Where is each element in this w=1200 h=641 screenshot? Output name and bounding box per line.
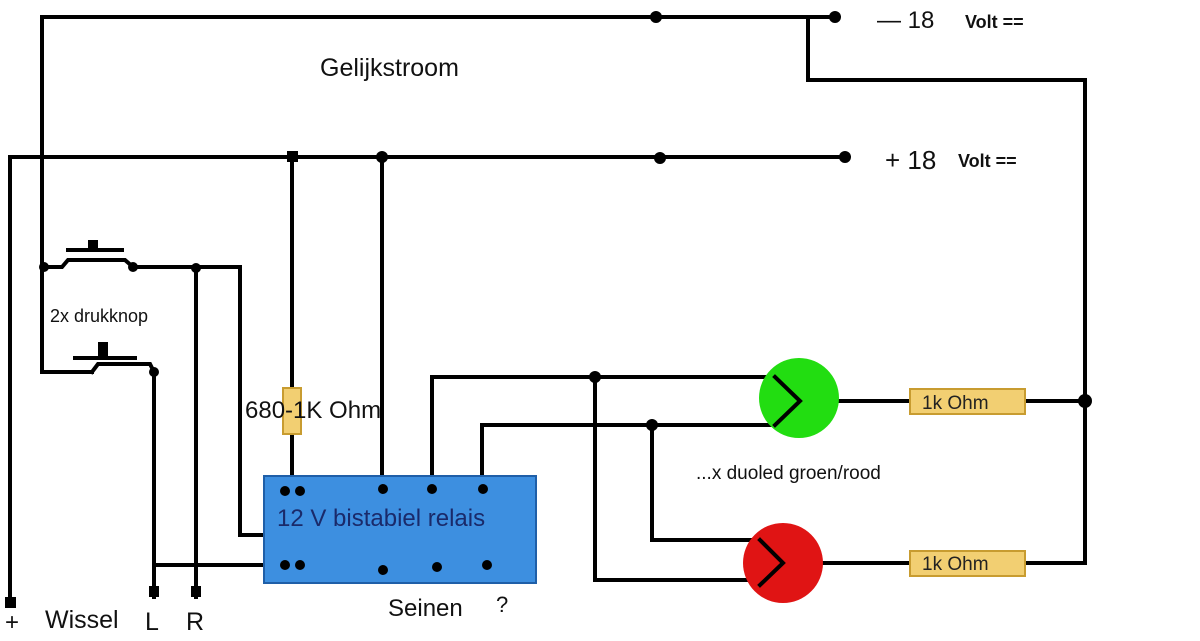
negative-right-wire [806, 15, 1087, 565]
led-red-pins [757, 537, 786, 588]
resistor-top-label: 1k Ohm [922, 393, 989, 414]
seinen-label: Seinen [388, 595, 463, 622]
r-terminal-label: R [186, 608, 204, 636]
negative-supply-label: — 18 [877, 7, 934, 34]
plus-terminal-label: + [5, 609, 19, 636]
duoled-label: ...x duoled groen/rood [696, 463, 881, 484]
led-cross-wire-a [593, 375, 792, 582]
negative-left-wire [40, 15, 94, 374]
pushbutton-bottom [73, 342, 157, 375]
resistor-value-label: 680-1K Ohm [245, 397, 381, 424]
wissel-label: Wissel [45, 606, 119, 634]
led-green-pins [772, 374, 803, 428]
l-terminal-label: L [145, 608, 159, 636]
relay-block [263, 475, 537, 584]
resistor-1k-top [909, 388, 1026, 415]
relay-label: 12 V bistabiel relais [277, 505, 485, 532]
wires [8, 15, 1087, 602]
negative-volt-label: Volt == [965, 12, 1024, 32]
relay-out-a-wire [430, 375, 792, 492]
junction-dots [5, 11, 1092, 608]
pushbuttons-label: 2x drukknop [50, 306, 148, 326]
question-label: ? [496, 592, 508, 617]
positive-volt-label: Volt == [958, 151, 1017, 171]
resistor-680-1k [282, 387, 302, 435]
positive-supply-label: + 18 [885, 145, 936, 175]
resistor-bottom-label: 1k Ohm [922, 554, 989, 575]
pushbutton-top [40, 240, 136, 270]
resistor-1k-bottom [909, 550, 1026, 577]
title-label: Gelijkstroom [320, 54, 459, 82]
